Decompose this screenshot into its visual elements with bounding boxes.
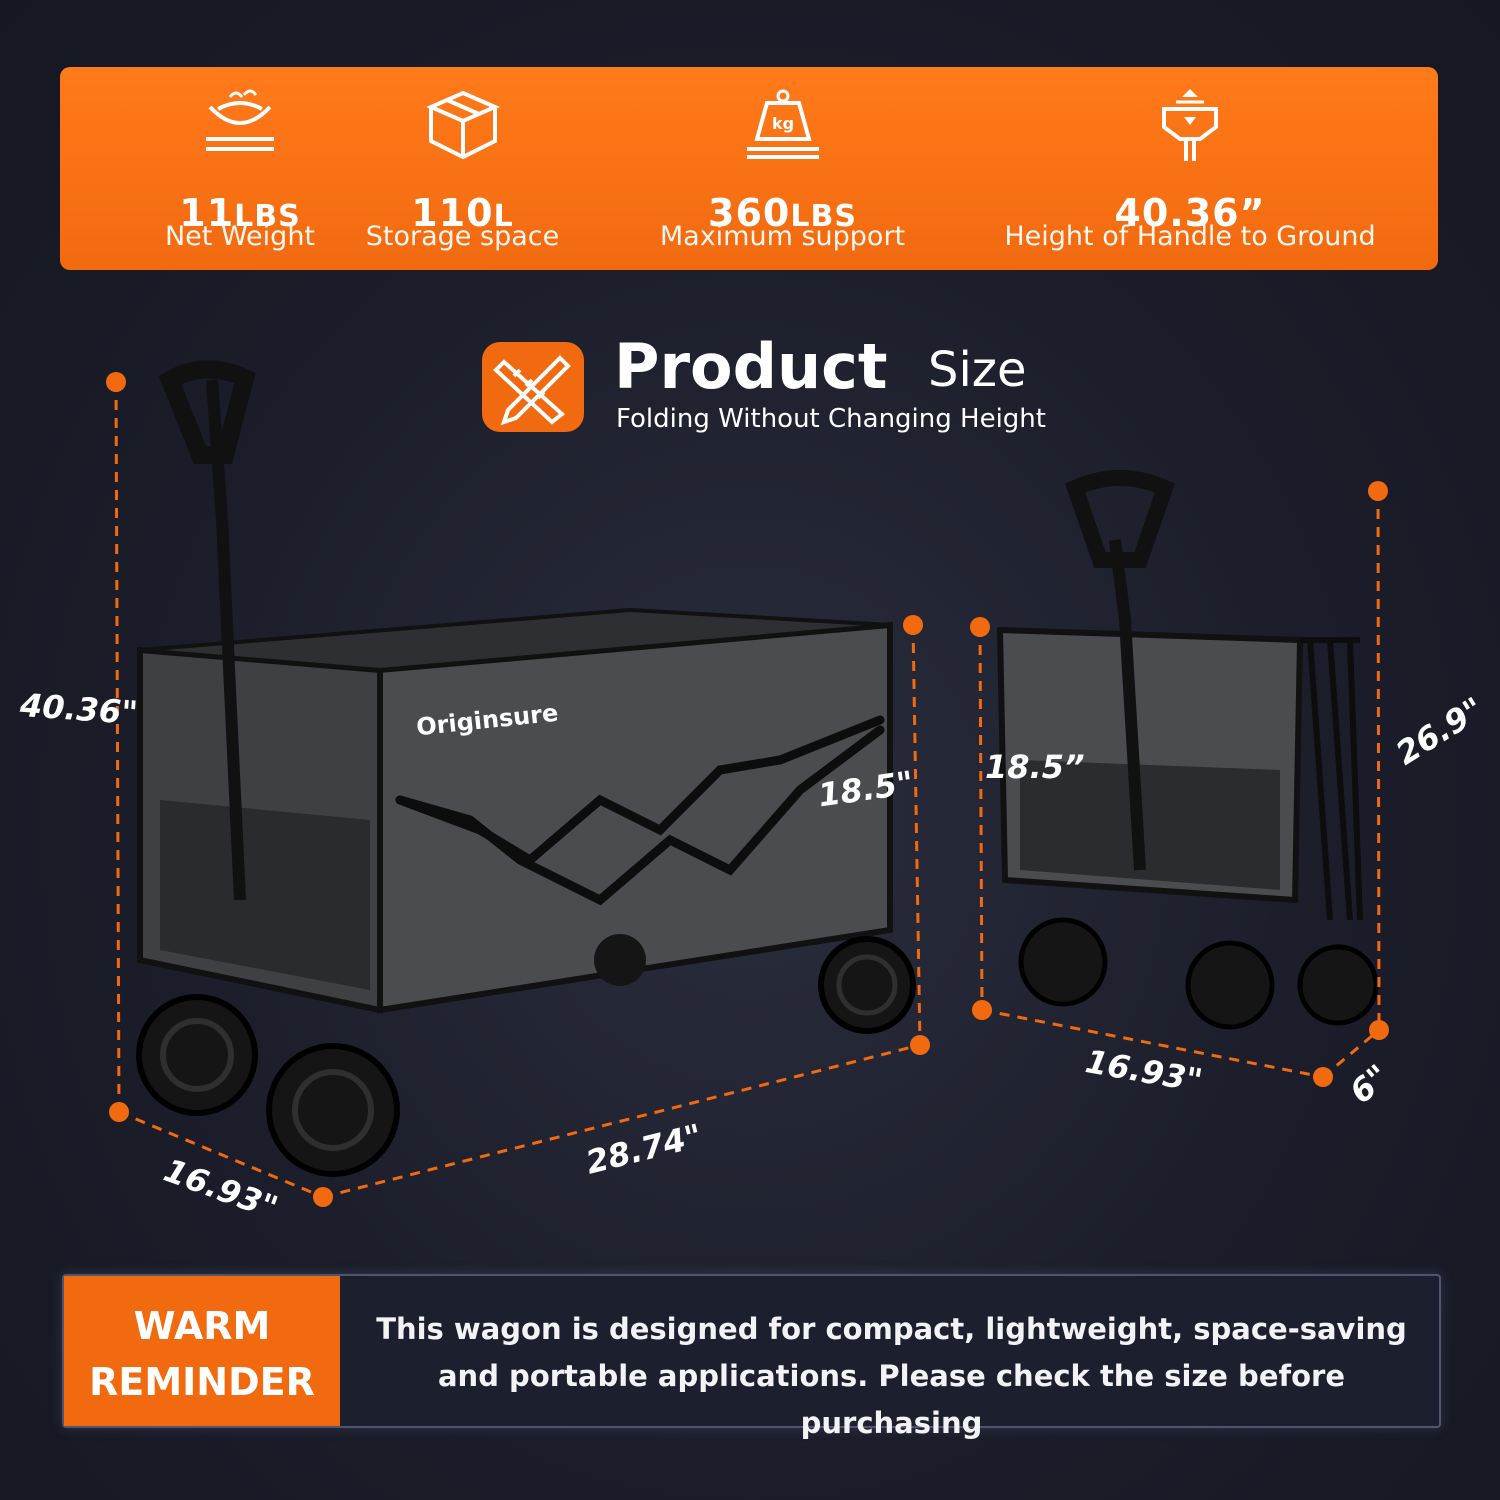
spec-bar: 11LBS Net Weight 110L Storage space kg 3… [60,67,1438,270]
spec-handle-height: 40.36” Height of Handle to Ground [990,67,1390,270]
spec-storage: 110L Storage space [330,67,595,270]
wagon-illustration [106,360,1389,1207]
dim-open-height: 40.36" [18,685,140,733]
dimension-lines [114,381,1381,1199]
spec-label: Net Weight [164,221,316,252]
handle-height-icon [1162,89,1218,161]
reminder-text-line1: This wagon is designed for compact, ligh… [376,1312,1407,1346]
page-subtitle: Folding Without Changing Height [616,404,1046,434]
open-wagon [136,360,916,1177]
spec-value: 110L [411,191,514,235]
spec-value: 11LBS [179,191,301,235]
box-icon [425,90,500,160]
reminder-tag: WARM REMINDER [64,1276,340,1426]
reminder-tag-line1: WARM [133,1304,271,1348]
dimension-points [106,372,1389,1207]
spec-value: 40.36” [1114,191,1266,235]
dim-folded-depth: 18.5” [985,748,1085,786]
page-title-sub: Size [928,342,1027,398]
spec-label: Height of Handle to Ground [1004,221,1376,252]
weight-scale-icon [206,89,274,151]
kg-weight-icon: kg [746,89,819,159]
page-title: Product [614,330,888,403]
warm-reminder: WARM REMINDER This wagon is designed for… [62,1274,1441,1440]
spec-label: Maximum support [659,221,906,252]
reminder-tag-line2: REMINDER [89,1360,315,1404]
ruler-pencil-icon [482,342,584,432]
spec-max-support: kg 360LBS Maximum support [640,67,925,270]
spec-net-weight: 11LBS Net Weight [110,67,370,270]
spec-value: 360LBS [708,191,857,235]
spec-label: Storage space [365,221,560,252]
svg-text:kg: kg [771,114,793,133]
reminder-text: This wagon is designed for compact, ligh… [354,1306,1429,1447]
reminder-text-line2: and portable applications. Please check … [437,1359,1345,1440]
folded-wagon [996,470,1379,1030]
